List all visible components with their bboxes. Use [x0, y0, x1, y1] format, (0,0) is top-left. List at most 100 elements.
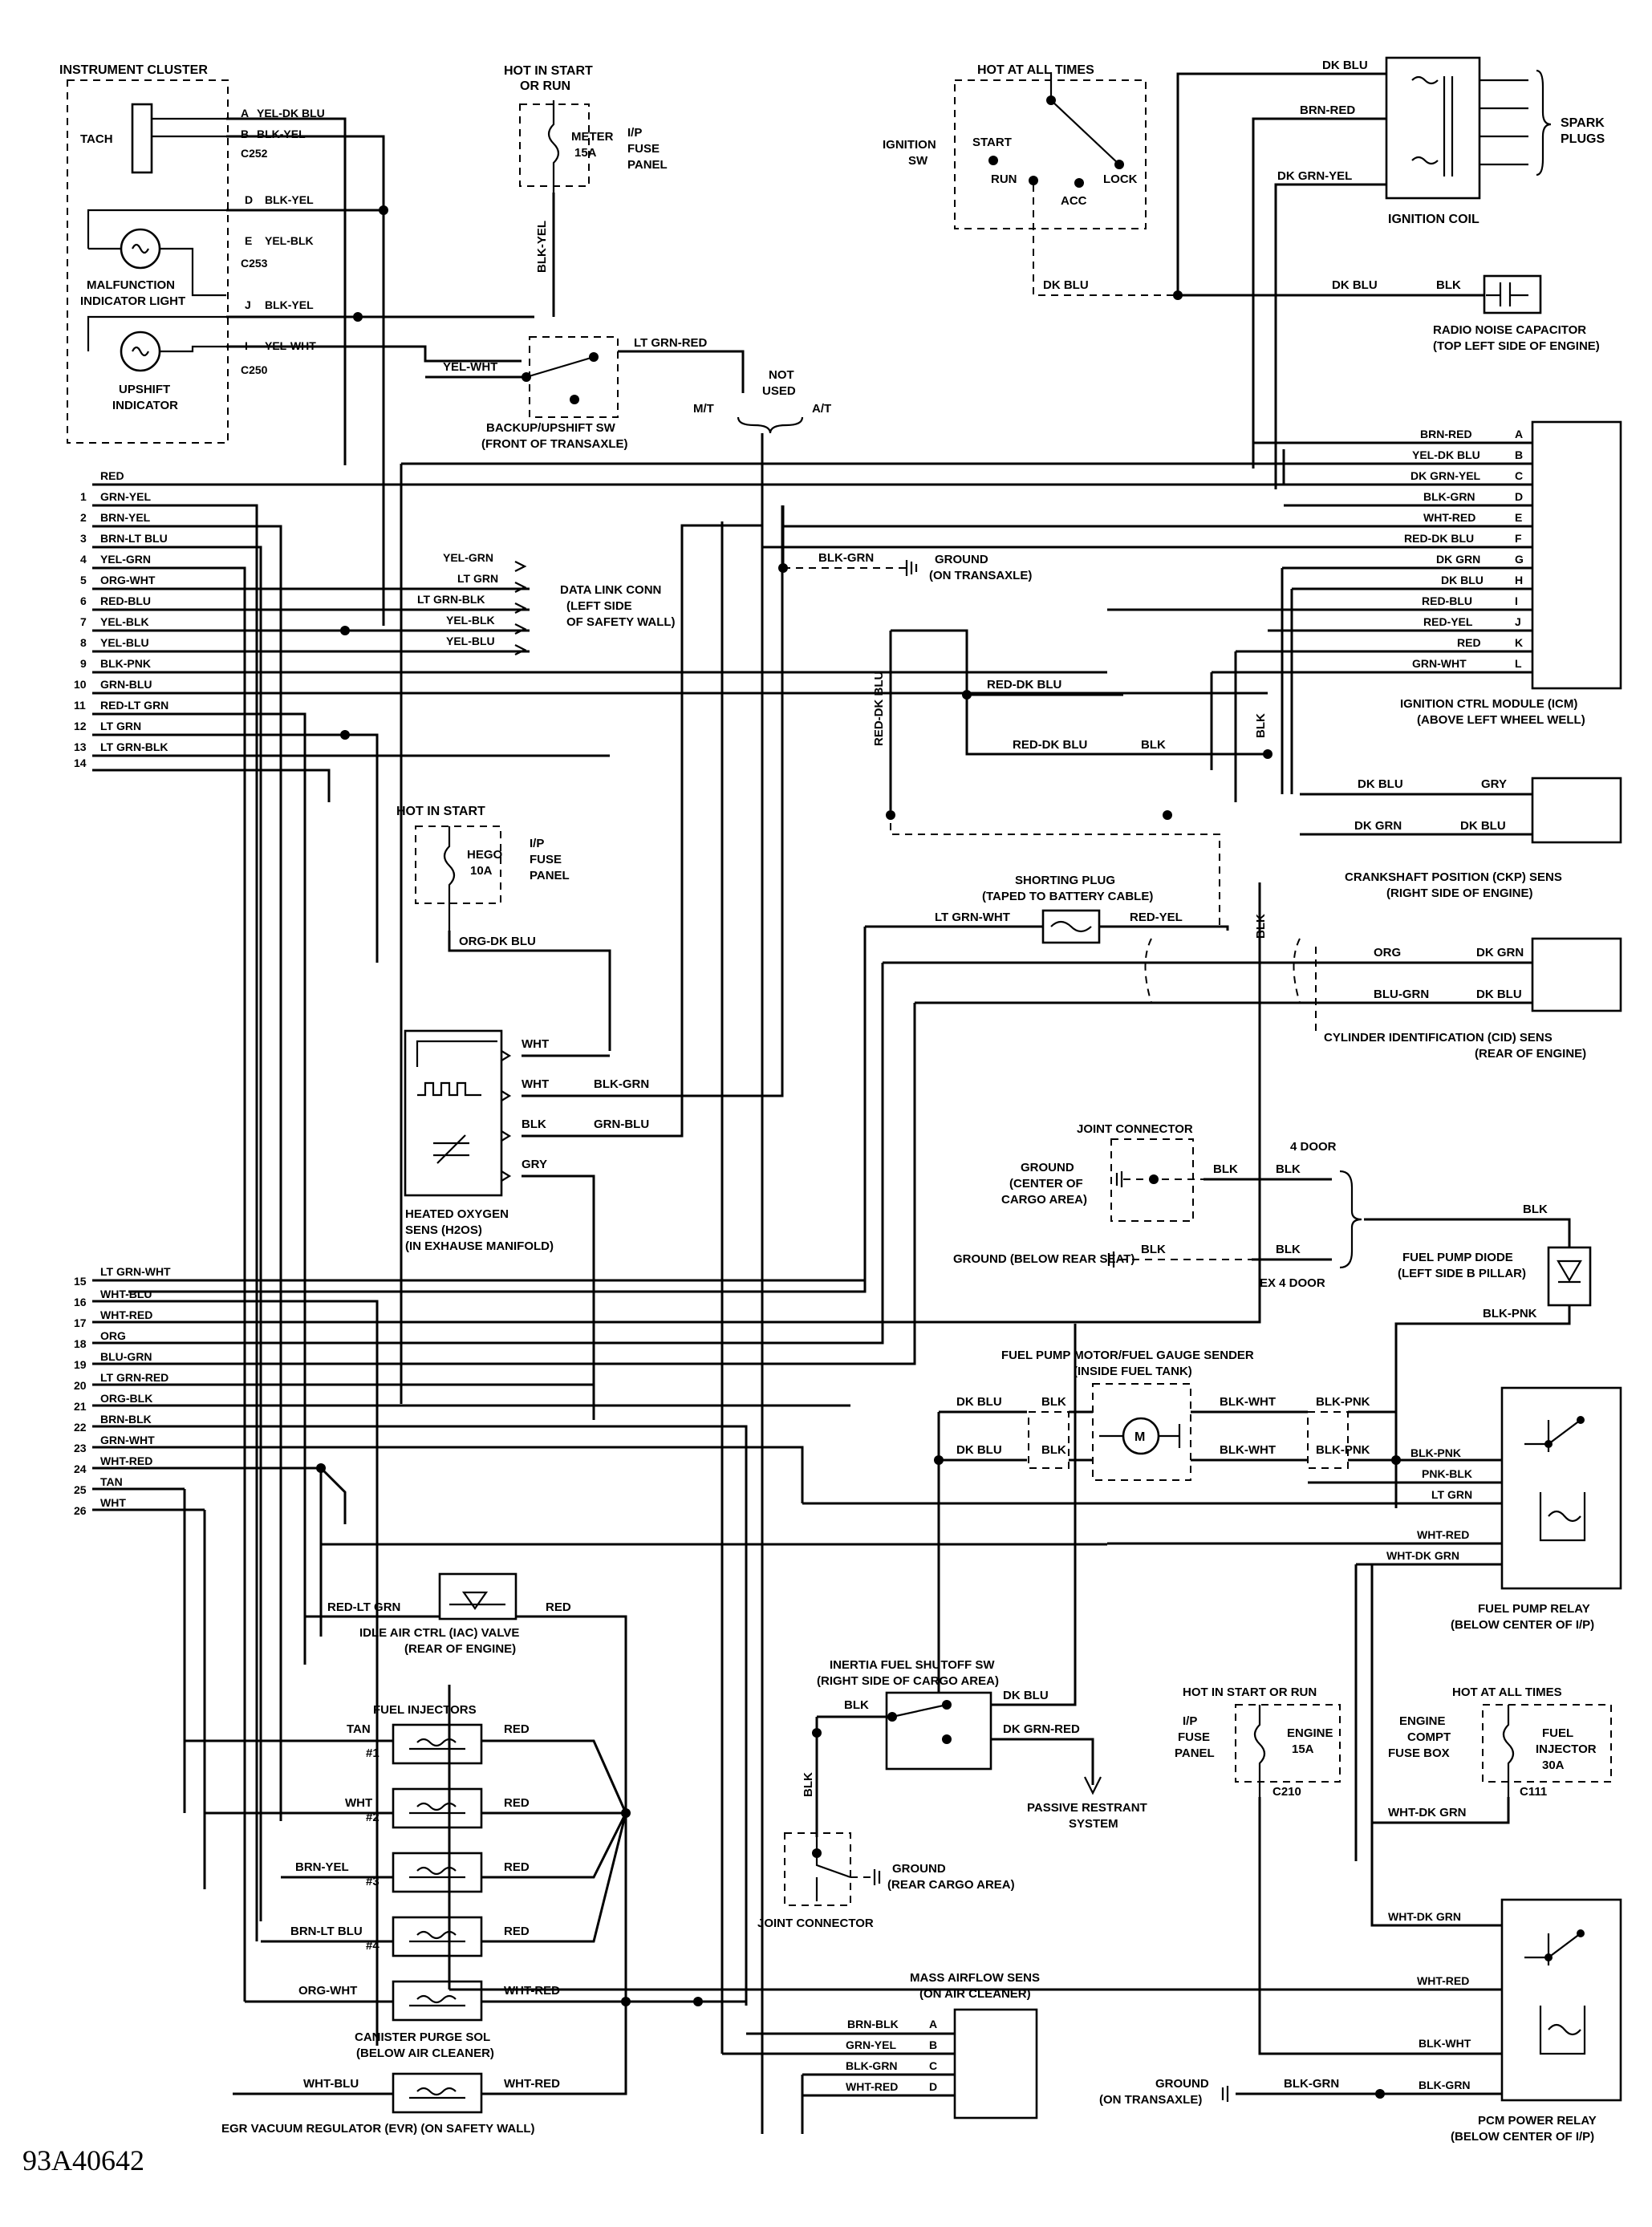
pcm-relay-label: PCM POWER RELAY: [1478, 2114, 1597, 2128]
pcm-pin: 24: [74, 1462, 87, 1475]
upshift-label-2: INDICATOR: [112, 399, 178, 412]
pcm-wire-label: YEL-GRN: [100, 553, 151, 566]
fuse-label: FUSE: [627, 142, 660, 156]
wire-label: BLK: [844, 1698, 869, 1712]
icm-wire-label: DK GRN: [1436, 553, 1480, 566]
cylinder-identification-sensor: CYLINDER IDENTIFICATION (CID) SENS (REAR…: [1324, 937, 1622, 1061]
pcm-pin: 22: [74, 1421, 87, 1434]
wire-label: BRN-RED: [1300, 103, 1355, 117]
ckp-label: CRANKSHAFT POSITION (CKP) SENS: [1345, 870, 1562, 884]
tach-label: TACH: [80, 132, 113, 146]
passive-restraint-label: SYSTEM: [1069, 1817, 1118, 1831]
cluster-wire-label: BLK-YEL: [265, 193, 314, 206]
panel-label: PANEL: [1175, 1746, 1215, 1760]
dlc-location: (LEFT SIDE: [566, 599, 632, 613]
hego-fuse-rating: 10A: [470, 864, 493, 878]
engine-fuse-box-label: ENGINE: [1399, 1714, 1446, 1728]
pcm-wire-label: YEL-BLK: [100, 615, 149, 628]
backup-sw-label: BACKUP/UPSHIFT SW: [486, 421, 616, 435]
pcm-wire-label: BRN-BLK: [100, 1413, 152, 1426]
hot-in-start-label: HOT IN START: [504, 64, 593, 78]
wire-label: BLK: [1276, 1162, 1301, 1176]
icm-wire-label: RED-DK BLU: [1404, 532, 1474, 545]
pcm-wire-label: RED: [100, 469, 124, 482]
ignition-sw-label: SW: [908, 154, 928, 168]
canister-label: CANISTER PURGE SOL: [355, 2030, 490, 2044]
canister-purge-solenoid: CANISTER PURGE SOL (BELOW AIR CLEANER): [355, 1980, 494, 2060]
wire-label: BLK: [1276, 1243, 1301, 1256]
icm-wire-label: RED-YEL: [1423, 615, 1473, 628]
h2os-label: HEATED OXYGEN: [405, 1207, 509, 1221]
cid-location: (REAR OF ENGINE): [1475, 1047, 1586, 1061]
maf-wire-label: GRN-YEL: [846, 2038, 896, 2051]
pcm-wire-label: YEL-BLU: [100, 636, 149, 649]
egr-vacuum-regulator: EGR VACUUM REGULATOR (EVR) (ON SAFETY WA…: [221, 2072, 535, 2136]
radio-cap-label: RADIO NOISE CAPACITOR: [1433, 323, 1586, 337]
fuel-pump-relay: FUEL PUMP RELAY (BELOW CENTER OF I/P): [1451, 1386, 1622, 1632]
h2os-label: SENS (H2OS): [405, 1223, 482, 1237]
ground-label: GROUND: [892, 1862, 946, 1876]
maf-wire-label: BLK-GRN: [846, 2059, 898, 2072]
mil-label-1: MALFUNCTION: [87, 278, 175, 292]
wire-label: ORG-WHT: [298, 1984, 357, 1998]
pcm-wire-label: RED-BLU: [100, 594, 151, 607]
pcm-wire-label: WHT-RED: [100, 1308, 152, 1321]
wire-label: WHT-DK GRN: [1388, 1806, 1467, 1819]
hot-in-start-label: HOT IN START: [396, 805, 485, 818]
pcm-pin: 4: [80, 553, 87, 566]
pcm-wire-label: WHT-RED: [100, 1454, 152, 1467]
wire-label: DK BLU: [1358, 777, 1403, 791]
radio-cap-location: (TOP LEFT SIDE OF ENGINE): [1433, 339, 1600, 353]
ip-label: I/P: [627, 126, 642, 140]
ground-label: GROUND: [1155, 2077, 1209, 2091]
ign-acc-label: ACC: [1061, 194, 1087, 208]
pcm-relay-wire-label: BLK-GRN: [1419, 2079, 1471, 2091]
wire-label: BLK-GRN: [594, 1077, 649, 1091]
wire-label: WHT-RED: [504, 2077, 560, 2091]
fp-relay-wire-label: BLK-PNK: [1410, 1446, 1461, 1459]
ignition-coil: IGNITION COIL SPARK PLUGS: [1385, 56, 1605, 226]
connector-c111: C111: [1520, 1785, 1547, 1799]
pcm-pin: 21: [74, 1400, 87, 1413]
h2os-location: (IN EXHAUSE MANIFOLD): [405, 1239, 554, 1253]
pcm-relay-wire-label: BLK-WHT: [1419, 2037, 1471, 2050]
wire-label: LT GRN-RED: [634, 336, 708, 350]
icm-location: (ABOVE LEFT WHEEL WELL): [1417, 713, 1585, 727]
pcm-wire-label: LT GRN: [100, 720, 141, 732]
cluster-wire-label: YEL-BLK: [265, 234, 314, 247]
not-used-label: USED: [762, 384, 796, 398]
icm-pin: B: [1515, 448, 1523, 461]
maf-wire-label: WHT-RED: [846, 2080, 898, 2093]
ign-lock-label: LOCK: [1103, 172, 1138, 186]
wire-label: BLK: [1041, 1395, 1066, 1409]
ex-four-door-label: EX 4 DOOR: [1260, 1276, 1325, 1290]
icm-pin: J: [1515, 615, 1521, 628]
wire-label: BLK-PNK: [1316, 1443, 1370, 1457]
fuel-pump-motor-location: (INSIDE FUEL TANK): [1074, 1365, 1192, 1378]
wire-label: WHT: [522, 1037, 549, 1051]
ground-location: (CENTER OF: [1009, 1177, 1083, 1191]
pcm-connector-bottom: 15 LT GRN-WHT 16 WHT-BLU 17 WHT-RED 18 O…: [74, 1265, 171, 1517]
pcm-pin: 11: [74, 699, 86, 712]
wire-label: YEL-WHT: [443, 360, 497, 374]
fuel-injector-fuse-label: INJECTOR: [1536, 1742, 1597, 1756]
ign-run-label: RUN: [991, 172, 1017, 186]
wire-label: GRY: [1481, 777, 1507, 791]
wire-label: RED-YEL: [1130, 911, 1183, 924]
fp-relay-location: (BELOW CENTER OF I/P): [1451, 1618, 1594, 1632]
pcm-wire-label: ORG-BLK: [100, 1392, 152, 1405]
dlc-wire-label: YEL-BLU: [446, 635, 495, 647]
wire-label: DK GRN: [1476, 946, 1524, 959]
fuel-injector-4: [392, 1916, 483, 1957]
fp-relay-wire-label: WHT-RED: [1417, 1528, 1469, 1541]
pcm-wire-label: GRN-YEL: [100, 490, 151, 503]
icm-wire-label: RED: [1457, 636, 1481, 649]
pcm-connector-top: RED 1 GRN-YEL 2 BRN-YEL 3 BRN-LT BLU 4 Y…: [74, 469, 168, 769]
wire-label: BLK: [1213, 1162, 1238, 1176]
wire-label: DK BLU: [1476, 988, 1522, 1001]
fuel-pump-motor-label: FUEL PUMP MOTOR/FUEL GAUGE SENDER: [1001, 1349, 1254, 1362]
cluster-pin: J: [245, 298, 251, 311]
dlc-label: DATA LINK CONN: [560, 583, 661, 597]
